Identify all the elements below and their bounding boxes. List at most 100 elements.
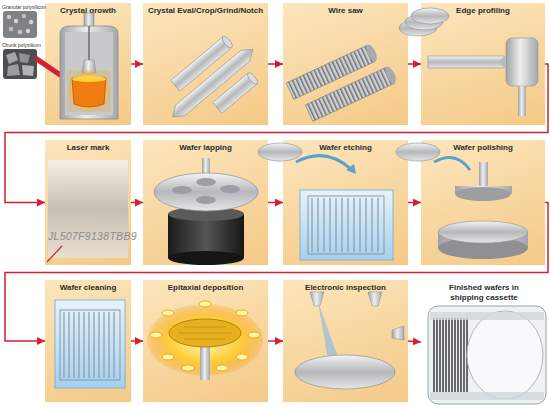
step-title: Crystal growth <box>45 6 131 16</box>
process-panel: Crystal growth <box>45 3 131 125</box>
flow-arrow <box>408 63 421 65</box>
polysilicon-samples-part <box>7 64 20 76</box>
crystal-furnace-part <box>65 32 113 115</box>
polysilicon-samples-part <box>22 65 34 76</box>
feed-arrow-part <box>64 75 74 83</box>
silicon-ingots-part <box>171 37 232 91</box>
process-panel: Epitaxial deposition <box>143 280 268 402</box>
step-title: Wafer lapping <box>143 143 268 153</box>
crystal-furnace-part <box>88 26 90 60</box>
wire-saw-rollers-part <box>286 45 375 99</box>
sliced-wafers-part <box>411 8 449 24</box>
inspection-station-part <box>310 292 324 306</box>
shipping-cassette-part <box>430 392 544 400</box>
epitaxy-reactor-part <box>162 354 174 360</box>
step-title: Wafer cleaning <box>45 283 131 293</box>
process-panel: Crystal Eval/Crop/Grind/Notch <box>143 3 268 125</box>
inspection-station-part <box>392 326 404 340</box>
flow-arrow <box>268 63 283 65</box>
etching-tank-part <box>312 198 378 252</box>
sliced-wafers <box>399 8 449 36</box>
polysilicon-samples-part <box>26 29 30 33</box>
wire-saw-rollers-part <box>364 43 379 63</box>
wire-saw-rollers-part <box>305 67 394 121</box>
silicon-ingots-part <box>213 73 257 113</box>
wire-saw-rollers <box>286 40 398 125</box>
silicon-ingots-part <box>168 44 257 122</box>
polishing-machine-part <box>479 162 488 188</box>
silicon-ingots <box>154 27 272 139</box>
epitaxy-reactor-part <box>169 319 241 347</box>
process-panel: Edge profiling <box>421 3 545 125</box>
epitaxy-reactor-part <box>236 310 248 316</box>
cleaning-tank-part <box>60 310 120 380</box>
feed-arrow <box>35 56 74 84</box>
polysilicon-samples-part <box>18 30 22 34</box>
edge-grinder-part <box>506 38 538 86</box>
polishing-machine-part <box>438 232 528 248</box>
cleaning-tank-part <box>64 312 114 378</box>
crystal-furnace <box>60 13 118 119</box>
polishing-machine-part <box>455 186 512 194</box>
step-title: Epitaxial deposition <box>143 283 268 293</box>
crystal-furnace-part <box>60 26 118 119</box>
step-title: Laser mark <box>45 143 131 153</box>
step-title: Finished wafers in shipping cassette <box>421 283 547 302</box>
crystal-furnace-part <box>67 70 111 112</box>
process-panel: Laser mark <box>45 140 131 265</box>
epitaxy-reactor-part <box>236 354 248 360</box>
etching-tank-part <box>308 196 384 254</box>
transfer-wafers-part <box>258 143 302 161</box>
etching-tank <box>300 190 393 260</box>
step-title: Wafer polishing <box>421 143 545 153</box>
epitaxy-reactor-part <box>178 327 232 339</box>
polysilicon-samples-part <box>3 11 37 38</box>
polysilicon-samples-part <box>22 14 26 18</box>
flow-arrow <box>268 202 283 204</box>
edge-grinder-part <box>428 56 504 68</box>
polishing-machine-part <box>455 187 511 201</box>
flow-arrow <box>408 202 421 204</box>
epitaxy-reactor-part <box>199 301 211 307</box>
lapping-machine-part <box>202 158 210 184</box>
polysilicon-samples <box>3 11 37 79</box>
edge-grinder-part <box>518 86 526 116</box>
flow-arrow <box>408 341 421 342</box>
process-panel: Finished wafers in shipping cassette <box>421 280 547 404</box>
crystal-furnace-part <box>72 76 106 82</box>
step-title: Electronic inspection <box>283 283 408 293</box>
inspection-station-part <box>318 302 342 370</box>
transfer-wafers-part <box>396 143 440 161</box>
crystal-furnace-part <box>72 78 106 107</box>
material-label: Granular polysilicon <box>2 4 46 10</box>
lapping-machine-part <box>196 196 216 204</box>
lapping-machine-part <box>168 214 244 258</box>
edge-grinder-part <box>498 55 506 69</box>
polishing-machine-part <box>438 237 528 259</box>
epitaxy-reactor-part <box>147 304 263 376</box>
epitaxy-reactor-part <box>182 365 194 371</box>
step-title: Crystal Eval/Crop/Grind/Notch <box>143 6 268 16</box>
cleaning-tank-part <box>55 300 125 388</box>
lapping-machine <box>154 158 258 265</box>
lapping-machine-part <box>220 185 240 193</box>
flow-arrow <box>131 202 143 204</box>
wire-saw-rollers-part <box>383 65 398 85</box>
process-panel: Wafer lapping <box>143 140 268 265</box>
shipping-cassette-part <box>467 311 543 399</box>
process-panel: Wafer cleaning <box>45 280 131 402</box>
lapping-machine-part <box>168 251 244 265</box>
process-panel: Electronic inspection <box>283 280 408 402</box>
feed-arrow-part <box>35 56 72 84</box>
epitaxy-reactor-part <box>216 365 228 371</box>
lapping-machine-part <box>168 207 244 221</box>
silicon-ingots-part <box>221 35 235 50</box>
inspection-station-part <box>295 355 395 389</box>
flow-arrow <box>5 64 548 203</box>
epitaxy-reactor-part <box>162 310 174 316</box>
polysilicon-samples-part <box>14 19 18 23</box>
process-panel: Wire saw <box>283 3 408 125</box>
epitaxy-reactor-part <box>150 332 162 338</box>
